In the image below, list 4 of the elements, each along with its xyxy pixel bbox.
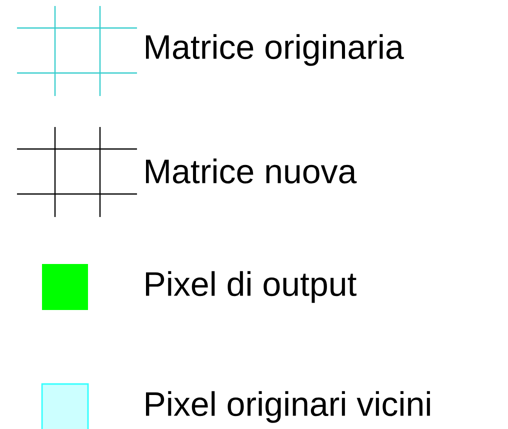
legend-label: Pixel originari vicini — [146, 391, 430, 423]
legend-label: Matrice nuova — [146, 158, 357, 184]
legend-label: Matrice originaria — [146, 34, 404, 66]
legend-label: Pixel di output — [146, 271, 356, 303]
